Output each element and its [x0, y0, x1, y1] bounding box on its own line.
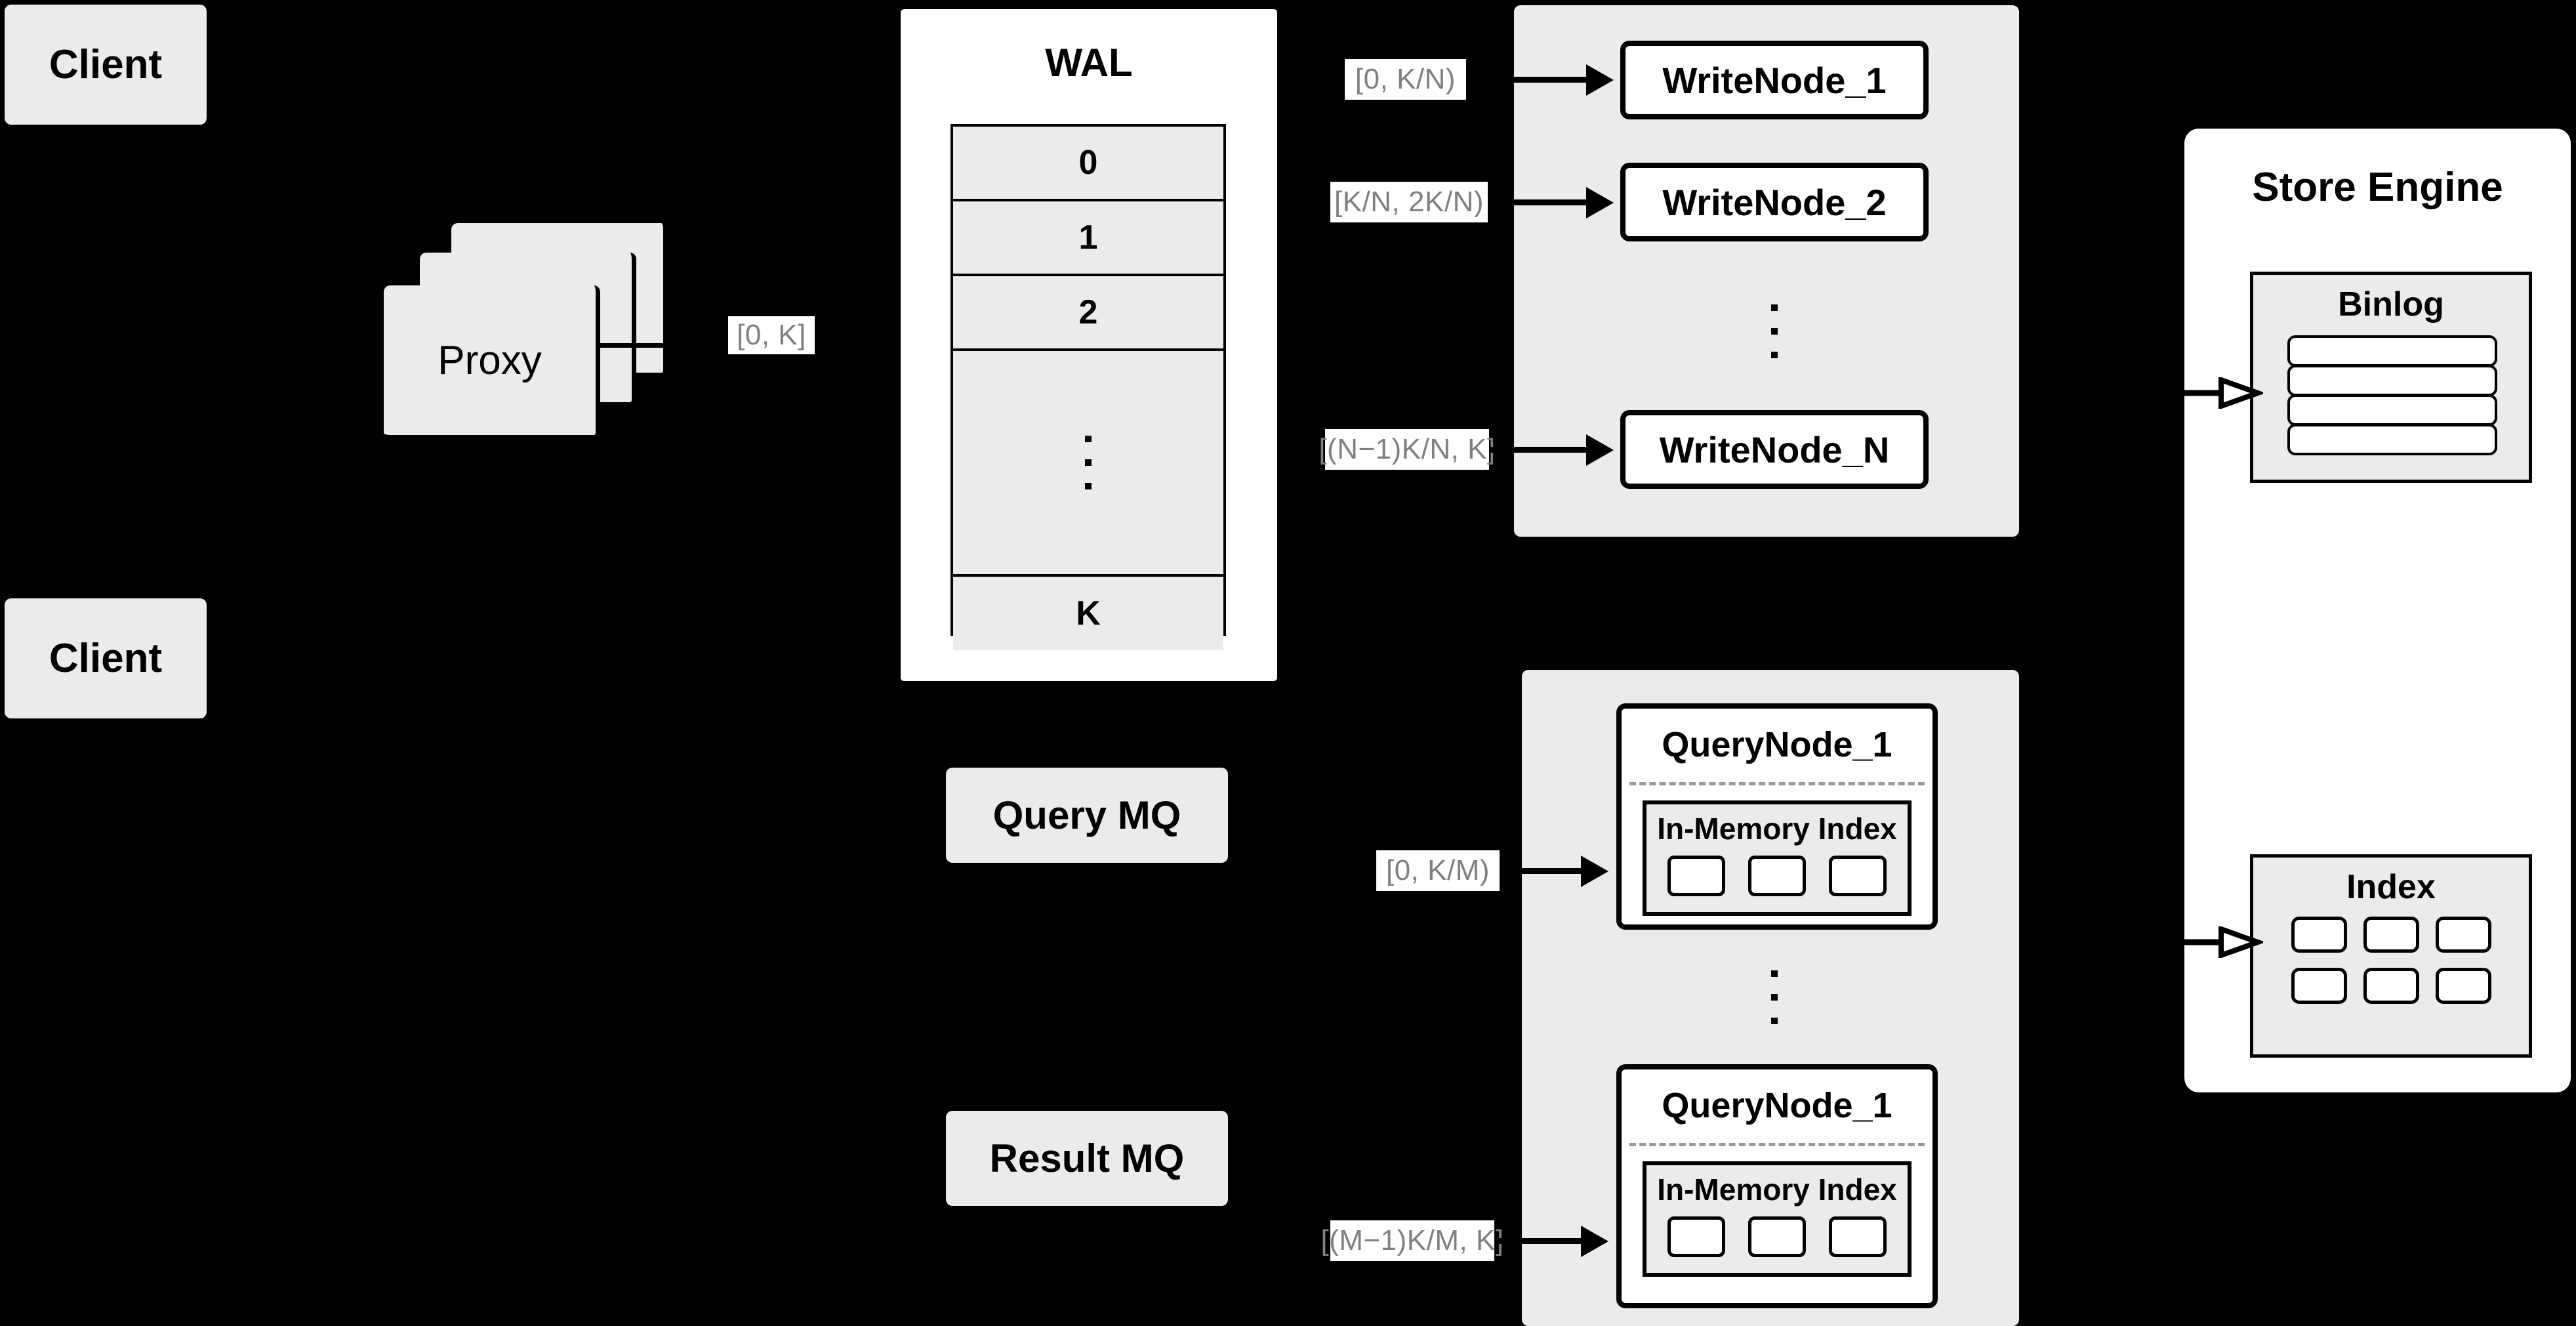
result-mq-box[interactable]: Result MQ [946, 1111, 1228, 1206]
write-node-ellipsis [1765, 279, 1784, 384]
query-mq-label: Query MQ [992, 793, 1181, 837]
index-panel: Index [2250, 854, 2532, 1058]
index-cell [2436, 917, 2491, 953]
binlog-title: Binlog [2338, 285, 2444, 323]
query-node-ellipsis [1765, 938, 1784, 1056]
range-label-query-node-1: [0, K/M) [1376, 850, 1500, 891]
query-node-m-title: QueryNode_1 [1662, 1086, 1892, 1125]
in-memory-index-title: In-Memory Index [1657, 1172, 1897, 1207]
arrow-head-write-node-2 [1586, 187, 1614, 218]
write-node-n-label: WriteNode_N [1659, 428, 1890, 470]
ellipsis-dot [1771, 328, 1778, 335]
query-node-1-title: QueryNode_1 [1662, 725, 1892, 764]
wal-entry-table: 0 1 2 K [951, 124, 1226, 650]
in-memory-index-title: In-Memory Index [1657, 812, 1897, 846]
index-cell [2291, 968, 2347, 1004]
query-node-m-inmemory-index: In-Memory Index [1643, 1161, 1912, 1277]
query-node-1-inmemory-index: In-Memory Index [1643, 800, 1912, 916]
write-node-n[interactable]: WriteNode_N [1620, 410, 1929, 489]
binlog-row [2287, 394, 2497, 426]
index-cell [2436, 968, 2491, 1004]
wal-panel: WAL 0 1 2 K [896, 5, 1282, 686]
proxy-label: Proxy [438, 337, 542, 383]
client-label-2: Client [49, 636, 163, 681]
ellipsis-dot [1771, 994, 1778, 1001]
ellipsis-dot [1085, 436, 1092, 442]
range-label-write-node-1: [0, K/N) [1345, 59, 1466, 100]
query-node-m[interactable]: QueryNode_1 In-Memory Index [1616, 1064, 1938, 1308]
wal-row-2: 2 [953, 276, 1223, 351]
arrow-head-query-node-1 [1581, 856, 1608, 887]
binlog-row [2287, 365, 2497, 396]
wal-title: WAL [1045, 40, 1133, 85]
index-title: Index [2346, 868, 2436, 906]
range-label-query-node-m: [(M−1)K/M, K] [1320, 1220, 1503, 1261]
client-box-1[interactable]: Client [5, 5, 207, 125]
arrow-head-query-node-m [1581, 1226, 1608, 1257]
binlog-row [2287, 335, 2497, 367]
arrow-to-binlog [2184, 377, 2263, 409]
arrow-line-query-node-m [1497, 1238, 1582, 1244]
in-memory-index-cell [1829, 1216, 1887, 1257]
in-memory-index-cell [1748, 1216, 1806, 1257]
arrow-line-write-node-n [1490, 447, 1587, 453]
in-memory-index-cell [1829, 856, 1887, 896]
proxy-box[interactable]: Proxy [384, 285, 600, 440]
query-node-1-separator [1629, 782, 1925, 785]
proxy-to-wal-connector [600, 343, 666, 348]
range-label-write-node-n: [(N−1)K/N, K] [1319, 429, 1495, 470]
arrow-line-write-node-2 [1490, 199, 1587, 205]
range-label-write-node-2: [K/N, 2K/N) [1330, 182, 1488, 222]
ellipsis-dot [1085, 483, 1092, 489]
arrow-head-write-node-n [1586, 434, 1614, 466]
in-memory-index-cell [1748, 856, 1806, 896]
ellipsis-dot [1085, 459, 1092, 466]
in-memory-index-cell [1667, 856, 1725, 896]
index-cell [2291, 917, 2347, 953]
store-engine-panel: Store Engine Binlog Index [2184, 129, 2571, 1092]
wal-row-k: K [953, 577, 1223, 650]
binlog-panel: Binlog [2250, 272, 2532, 483]
range-label-proxy-to-wal: [0, K] [728, 316, 815, 354]
write-node-1[interactable]: WriteNode_1 [1620, 41, 1929, 119]
write-node-2-label: WriteNode_2 [1662, 181, 1887, 223]
ellipsis-dot [1771, 970, 1778, 977]
arrow-to-index-icon [2184, 926, 2263, 958]
query-node-m-separator [1629, 1143, 1925, 1146]
index-cell [2363, 917, 2419, 953]
arrow-line-query-node-1 [1502, 868, 1582, 874]
ellipsis-dot [1771, 352, 1778, 358]
index-cell [2363, 968, 2419, 1004]
query-mq-box[interactable]: Query MQ [946, 768, 1228, 863]
arrow-to-index [2184, 926, 2263, 958]
arrow-head-write-node-1 [1586, 64, 1614, 96]
store-engine-title: Store Engine [2252, 164, 2503, 210]
client-box-2[interactable]: Client [5, 598, 207, 718]
ellipsis-dot [1771, 304, 1778, 311]
wal-row-1: 1 [953, 201, 1223, 276]
write-node-1-label: WriteNode_1 [1662, 59, 1887, 101]
write-node-2[interactable]: WriteNode_2 [1620, 163, 1929, 241]
arrow-to-binlog-icon [2184, 377, 2263, 409]
binlog-row [2287, 424, 2497, 455]
arrow-line-write-node-1 [1469, 77, 1587, 83]
client-label-1: Client [49, 42, 163, 87]
result-mq-label: Result MQ [989, 1136, 1185, 1180]
wal-row-ellipsis [953, 351, 1223, 577]
ellipsis-dot [1771, 1018, 1778, 1024]
wal-row-0: 0 [953, 127, 1223, 201]
in-memory-index-cell [1667, 1216, 1725, 1257]
query-node-1[interactable]: QueryNode_1 In-Memory Index [1616, 703, 1938, 930]
